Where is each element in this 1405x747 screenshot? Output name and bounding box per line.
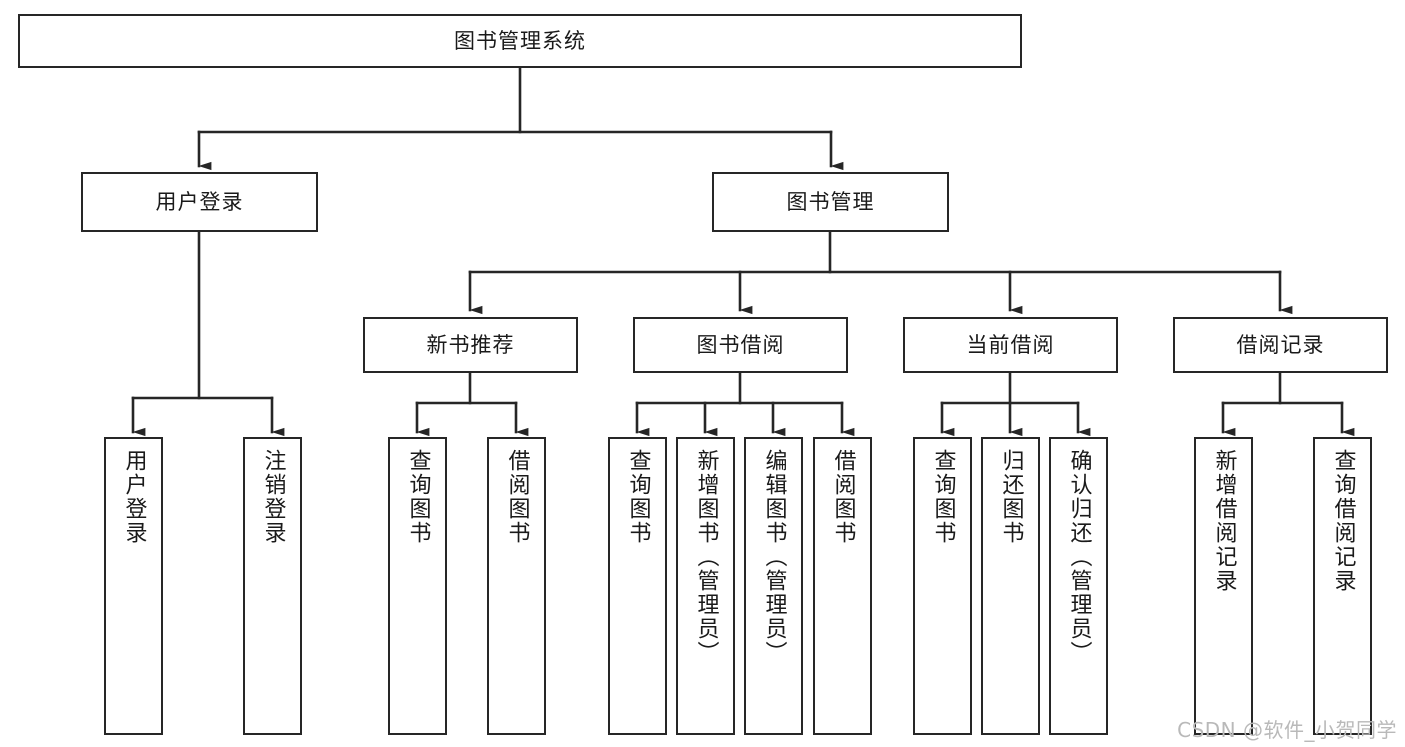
node-new-book-recommend[interactable]: 新书推荐 — [363, 317, 578, 373]
leaf-book-borrow-edit-book-admin-label: 编辑图书（管理员） — [761, 449, 787, 665]
node-new-book-recommend-label: 新书推荐 — [426, 332, 515, 357]
leaf-new-book-query-book-label: 查询图书 — [405, 449, 431, 545]
node-book-borrow-label: 图书借阅 — [696, 332, 785, 357]
leaf-current-borrow-return-book-label: 归还图书 — [998, 449, 1024, 545]
leaf-book-borrow-edit-book-admin[interactable]: 编辑图书（管理员） — [744, 437, 803, 735]
leaf-new-book-borrow-book[interactable]: 借阅图书 — [487, 437, 546, 735]
node-root-system[interactable]: 图书管理系统 — [18, 14, 1022, 68]
leaf-book-borrow-add-book-admin[interactable]: 新增图书（管理员） — [676, 437, 735, 735]
leaf-new-book-query-book[interactable]: 查询图书 — [388, 437, 447, 735]
leaf-borrow-record-add-record[interactable]: 新增借阅记录 — [1194, 437, 1253, 735]
leaf-book-borrow-query-book[interactable]: 查询图书 — [608, 437, 667, 735]
leaf-current-borrow-confirm-return-admin[interactable]: 确认归还（管理员） — [1049, 437, 1108, 735]
leaf-current-borrow-return-book[interactable]: 归还图书 — [981, 437, 1040, 735]
node-root-system-label: 图书管理系统 — [454, 28, 586, 53]
node-book-borrow[interactable]: 图书借阅 — [633, 317, 848, 373]
leaf-borrow-record-add-record-label: 新增借阅记录 — [1211, 449, 1237, 593]
leaf-current-borrow-confirm-return-admin-label: 确认归还（管理员） — [1066, 449, 1092, 665]
leaf-new-book-borrow-book-label: 借阅图书 — [504, 449, 530, 545]
leaf-user-login-logout-label: 注销登录 — [260, 449, 286, 545]
leaf-user-login-login-label: 用户登录 — [121, 449, 147, 545]
leaf-book-borrow-query-book-label: 查询图书 — [625, 449, 651, 545]
node-user-login[interactable]: 用户登录 — [81, 172, 318, 232]
leaf-book-borrow-borrow-book-label: 借阅图书 — [830, 449, 856, 545]
node-current-borrow[interactable]: 当前借阅 — [903, 317, 1118, 373]
leaf-book-borrow-add-book-admin-label: 新增图书（管理员） — [693, 449, 719, 665]
leaf-user-login-logout[interactable]: 注销登录 — [243, 437, 302, 735]
node-book-management-label: 图书管理 — [786, 189, 875, 214]
leaf-borrow-record-query-record-label: 查询借阅记录 — [1330, 449, 1356, 593]
leaf-current-borrow-query-book[interactable]: 查询图书 — [913, 437, 972, 735]
leaf-borrow-record-query-record[interactable]: 查询借阅记录 — [1313, 437, 1372, 735]
leaf-current-borrow-query-book-label: 查询图书 — [930, 449, 956, 545]
leaf-user-login-login[interactable]: 用户登录 — [104, 437, 163, 735]
node-borrow-record-label: 借阅记录 — [1236, 332, 1325, 357]
leaf-book-borrow-borrow-book[interactable]: 借阅图书 — [813, 437, 872, 735]
csdn-watermark: CSDN @软件_小贺同学 — [1177, 718, 1397, 742]
node-book-management[interactable]: 图书管理 — [712, 172, 949, 232]
node-borrow-record[interactable]: 借阅记录 — [1173, 317, 1388, 373]
node-current-borrow-label: 当前借阅 — [966, 332, 1055, 357]
node-user-login-label: 用户登录 — [155, 189, 244, 214]
